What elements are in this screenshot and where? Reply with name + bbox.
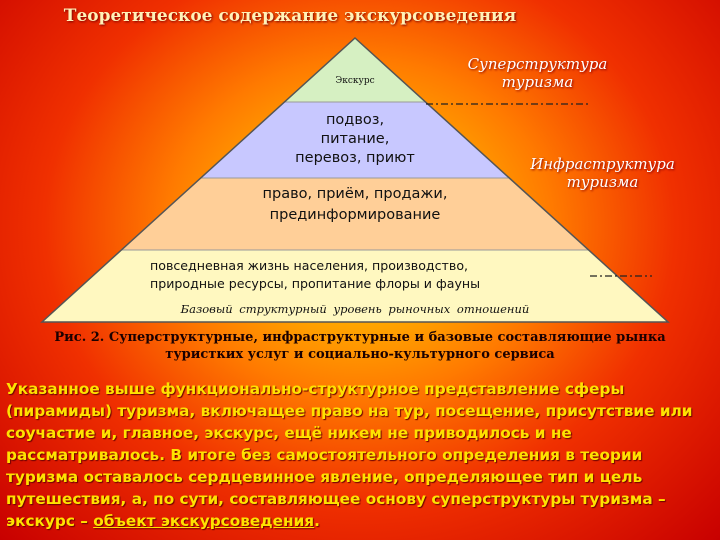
level4-line-1: повседневная жизнь населения, производст… xyxy=(150,258,469,273)
superstructure-line-2: туризма xyxy=(501,73,574,91)
figure-caption: Рис. 2. Суперструктурные, инфраструктурн… xyxy=(10,329,710,363)
superstructure-label: Суперструктура туризма xyxy=(450,55,625,91)
level2-line-2: питание, xyxy=(320,131,390,147)
pyramid-level4-text: повседневная жизнь населения, производст… xyxy=(150,257,520,293)
caption-line-1: Рис. 2. Суперструктурные, инфраструктурн… xyxy=(54,330,666,345)
infrastructure-label: Инфраструктура туризма xyxy=(510,155,695,191)
pyramid-top-label: Экскурс xyxy=(335,76,375,86)
pyramid-level2-text: подвоз, питание, перевоз, приют xyxy=(255,111,455,168)
page-title: Теоретическое содержание экскурсоведения xyxy=(63,6,517,26)
level3-line-2: прединформирование xyxy=(269,207,441,223)
level3-line-1: право, приём, продажи, xyxy=(262,186,448,202)
pyramid-base-text: Базовый структурный уровень рыночных отн… xyxy=(180,302,530,316)
paragraph-end: . xyxy=(314,512,320,530)
level2-line-3: перевоз, приют xyxy=(295,150,415,166)
superstructure-line-1: Суперструктура xyxy=(467,55,608,73)
level2-line-1: подвоз, xyxy=(325,112,385,128)
caption-line-2: туристких услуг и социально-культурного … xyxy=(165,347,555,362)
pyramid-level4-band xyxy=(42,250,668,322)
infrastructure-line-1: Инфраструктура xyxy=(530,155,675,173)
infrastructure-line-2: туризма xyxy=(566,173,639,191)
paragraph-underlined: объект экскурсоведения xyxy=(93,512,315,530)
body-paragraph: Указанное выше функционально-структурное… xyxy=(6,378,712,532)
level4-line-2: природные ресурсы, пропитание флоры и фа… xyxy=(150,276,481,291)
pyramid-diagram xyxy=(40,36,670,323)
pyramid-level3-text: право, приём, продажи, прединформировани… xyxy=(205,184,505,226)
pyramid-outline xyxy=(40,36,670,323)
paragraph-text: Указанное выше функционально-структурное… xyxy=(6,380,693,530)
